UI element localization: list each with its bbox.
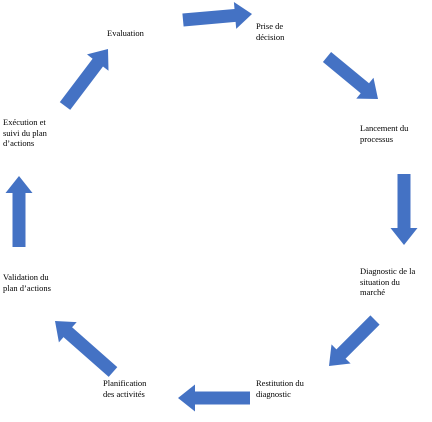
step-planning: Planification des activités bbox=[103, 378, 147, 399]
arrow-launch-to-diagnostic bbox=[390, 174, 418, 245]
step-launch: Lancement du processus bbox=[360, 123, 409, 144]
arrow-diagnostic-to-restitution bbox=[329, 315, 380, 366]
arrow-execution-to-evaluation bbox=[59, 49, 109, 110]
arrow-decision-to-launch bbox=[322, 52, 378, 99]
arrow-validation-to-execution bbox=[5, 176, 33, 247]
step-decision: Prise de décision bbox=[256, 21, 285, 42]
step-restitution: Restitution du diagnostic bbox=[256, 378, 304, 399]
arrow-evaluation-to-decision bbox=[182, 2, 252, 29]
step-diagnostic: Diagnostic de la situation du marché bbox=[360, 266, 416, 298]
step-execution: Exécution et suivi du plan d’actions bbox=[3, 117, 47, 149]
step-validation: Validation du plan d’actions bbox=[3, 272, 51, 293]
arrow-restitution-to-planning bbox=[178, 384, 250, 412]
arrow-planning-to-validation bbox=[55, 321, 118, 377]
step-evaluation: Evaluation bbox=[107, 28, 144, 38]
